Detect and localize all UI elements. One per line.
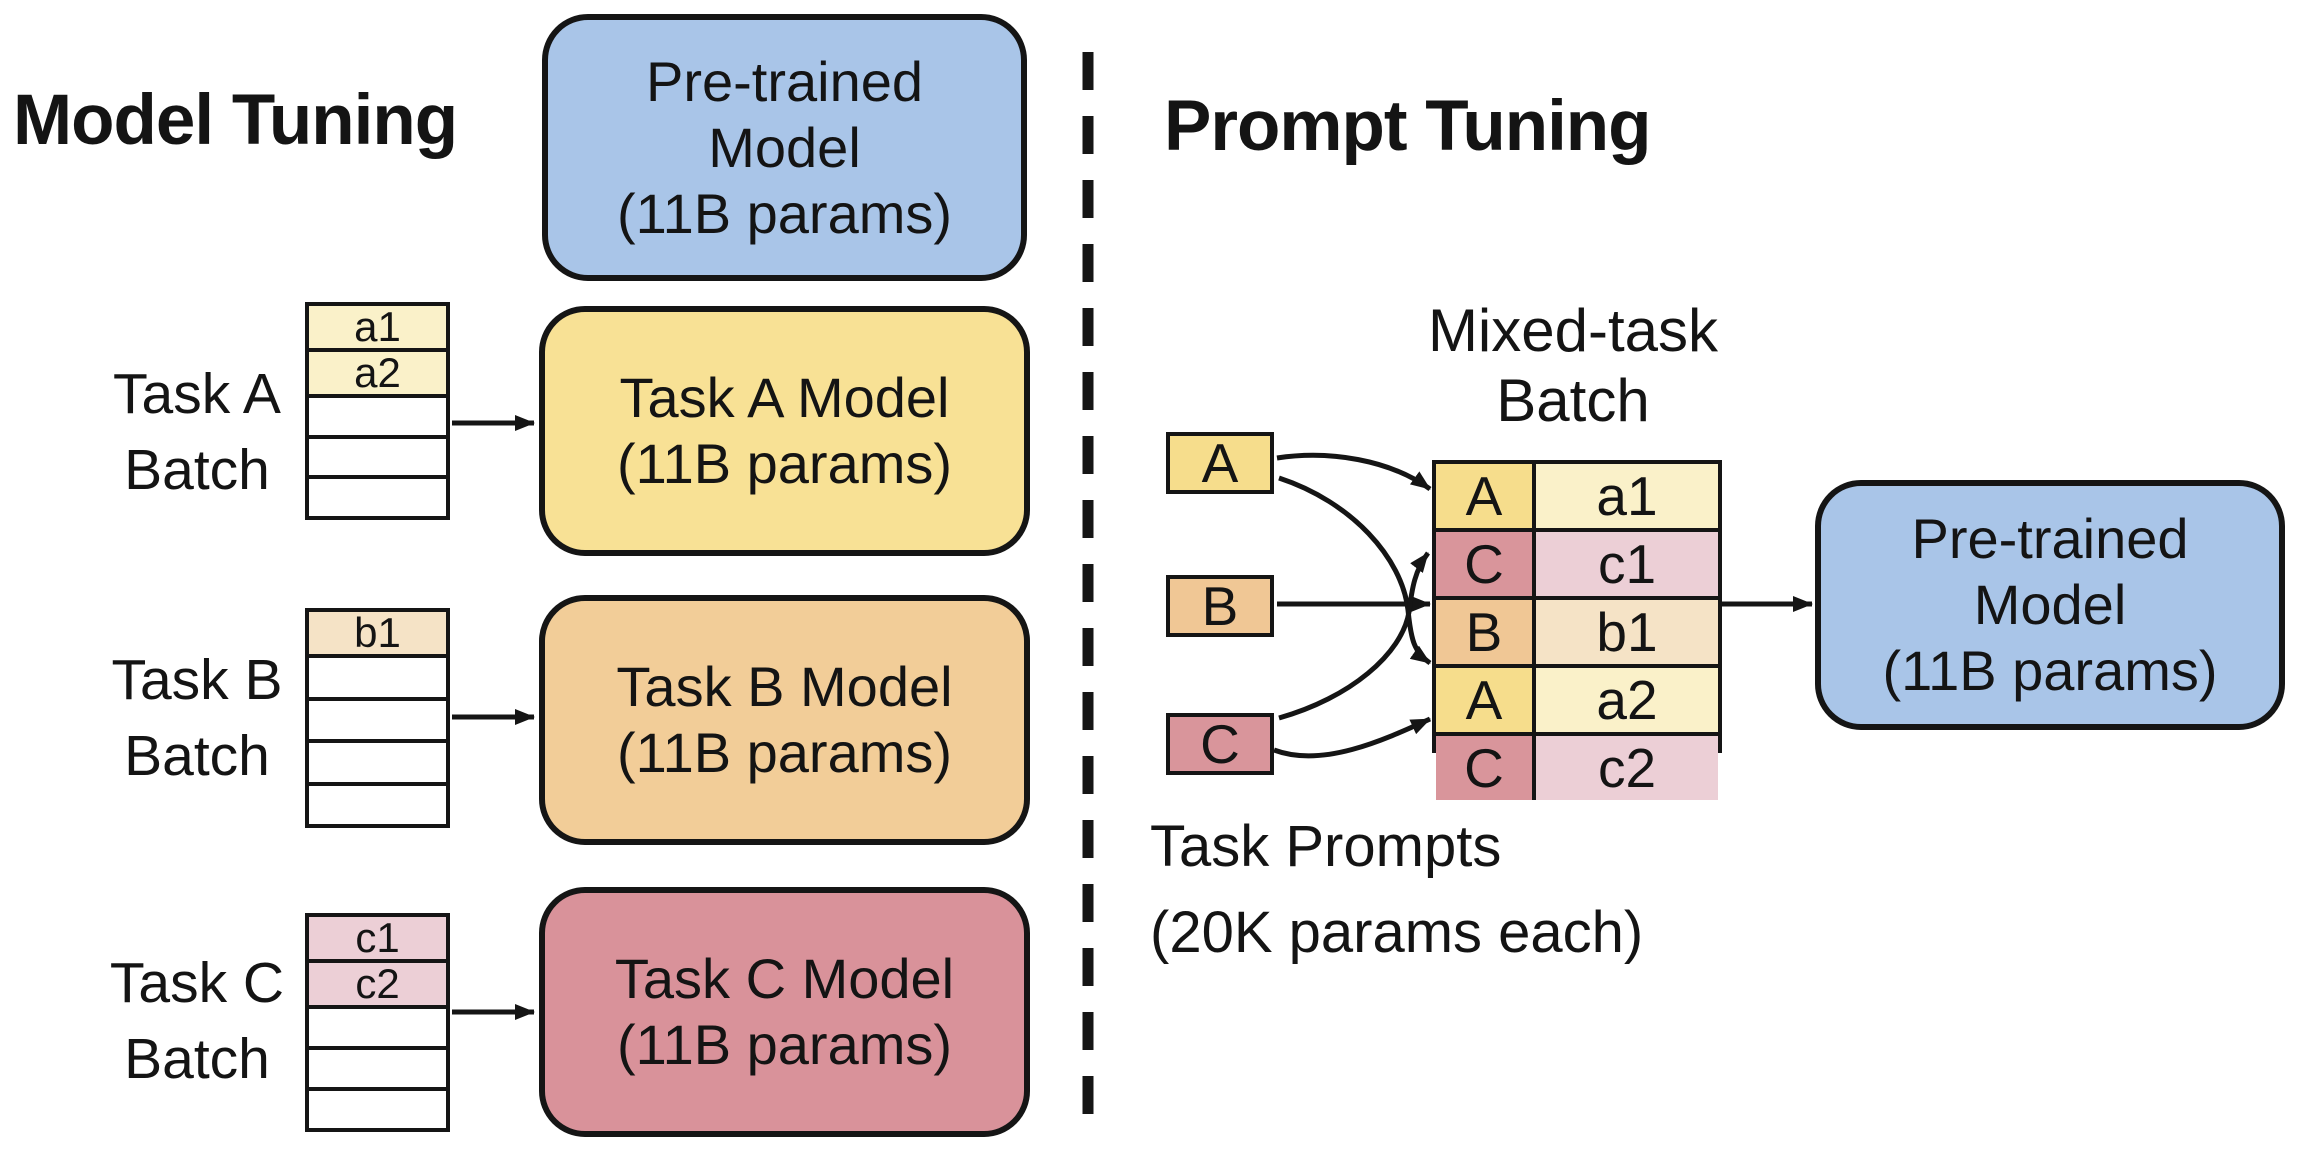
label-line: (20K params each) xyxy=(1150,900,1644,965)
batch-row: a1 xyxy=(309,306,446,352)
prompt-letter: B xyxy=(1201,575,1239,637)
task-c-model-box: Task C Model (11B params) xyxy=(539,887,1030,1137)
box-text-line: Pre-trained xyxy=(645,49,924,113)
box-text-line: (11B params) xyxy=(616,432,953,495)
task-a-model-box: Task A Model (11B params) xyxy=(539,306,1030,556)
table-cell-example: b1 xyxy=(1536,600,1718,668)
batch-row xyxy=(309,743,446,786)
table-cell-example: a1 xyxy=(1536,464,1718,532)
batch-row xyxy=(309,398,446,439)
batch-cell-text: c2 xyxy=(355,960,400,1007)
label-line: Task A xyxy=(113,362,281,426)
box-text-line: (11B params) xyxy=(616,1013,953,1076)
task-a-batch-label: Task A Batch xyxy=(47,356,347,508)
label-line: Task C xyxy=(109,951,285,1015)
mixed-task-batch-label: Mixed-task Batch xyxy=(1398,296,1748,436)
label-line: Mixed-task xyxy=(1427,297,1719,364)
label-line: Task B xyxy=(111,648,283,712)
table-cell-example: c2 xyxy=(1536,736,1718,800)
batch-row xyxy=(309,1091,446,1128)
prompt-tuning-title: Prompt Tuning xyxy=(1164,87,1652,166)
box-text-line: (11B params) xyxy=(1882,639,2218,702)
pretrained-model-box-right: Pre-trained Model (11B params) xyxy=(1815,480,2285,730)
batch-row xyxy=(309,1009,446,1050)
batch-row xyxy=(309,479,446,517)
batch-row xyxy=(309,785,446,824)
prompt-letter: A xyxy=(1201,432,1239,494)
label-line: Batch xyxy=(124,438,270,502)
arrow-prompt-c-to-row-c1 xyxy=(1278,551,1431,721)
table-cell-prompt: A xyxy=(1436,668,1536,736)
table-cell-example: a2 xyxy=(1536,668,1718,736)
task-a-batch-table: a1 a2 xyxy=(305,302,450,520)
table-cell-prompt: C xyxy=(1436,532,1536,600)
prompt-box-c: C xyxy=(1166,713,1274,775)
box-text-line: Pre-trained xyxy=(1911,507,2189,570)
batch-row: c2 xyxy=(309,963,446,1009)
task-c-batch-table: c1 c2 xyxy=(305,913,450,1132)
batch-row xyxy=(309,438,446,480)
box-text-line: Task B Model xyxy=(616,655,953,718)
batch-cell-text: a1 xyxy=(354,303,401,350)
batch-row: a2 xyxy=(309,352,446,398)
label-line: Batch xyxy=(124,724,270,788)
box-text-line: Model xyxy=(1973,573,2127,636)
label-line: Task Prompts xyxy=(1150,814,1502,879)
batch-row xyxy=(309,1050,446,1091)
arrow-prompt-a-to-row-a2 xyxy=(1278,475,1432,666)
task-b-model-box: Task B Model (11B params) xyxy=(539,595,1030,845)
batch-row: b1 xyxy=(309,612,446,658)
box-text-line: (11B params) xyxy=(616,181,953,245)
prompt-box-b: B xyxy=(1166,575,1274,637)
table-cell-prompt: A xyxy=(1436,464,1536,532)
label-line: Batch xyxy=(1496,367,1650,434)
model-tuning-title: Model Tuning xyxy=(13,81,458,160)
task-b-batch-table: b1 xyxy=(305,608,450,828)
pretrained-model-box-left: Pre-trained Model (11B params) xyxy=(542,14,1027,281)
label-line: Batch xyxy=(124,1027,270,1091)
arrow-prompt-a-to-row-a1 xyxy=(1276,452,1432,492)
task-prompts-label: Task Prompts (20K params each) xyxy=(1150,804,1643,976)
box-text-line: Model xyxy=(708,115,861,179)
table-cell-prompt: C xyxy=(1436,736,1536,800)
batch-cell-text: b1 xyxy=(354,609,401,656)
prompt-box-a: A xyxy=(1166,432,1274,494)
prompt-letter: C xyxy=(1200,713,1240,775)
table-cell-example: c1 xyxy=(1536,532,1718,600)
batch-row: c1 xyxy=(309,917,446,963)
mixed-task-batch-table: A a1 C c1 B b1 A a2 C c2 xyxy=(1432,460,1722,800)
box-text-line: Task C Model xyxy=(614,947,955,1010)
task-b-batch-label: Task B Batch xyxy=(47,642,347,794)
batch-row xyxy=(309,700,446,743)
batch-cell-text: c1 xyxy=(355,914,400,961)
table-cell-prompt: B xyxy=(1436,600,1536,668)
batch-row xyxy=(309,658,446,701)
arrow-prompt-c-to-row-c2 xyxy=(1273,716,1432,759)
batch-cell-text: a2 xyxy=(354,349,401,396)
box-text-line: Task A Model xyxy=(619,366,950,429)
task-c-batch-label: Task C Batch xyxy=(47,945,347,1097)
box-text-line: (11B params) xyxy=(616,721,953,784)
